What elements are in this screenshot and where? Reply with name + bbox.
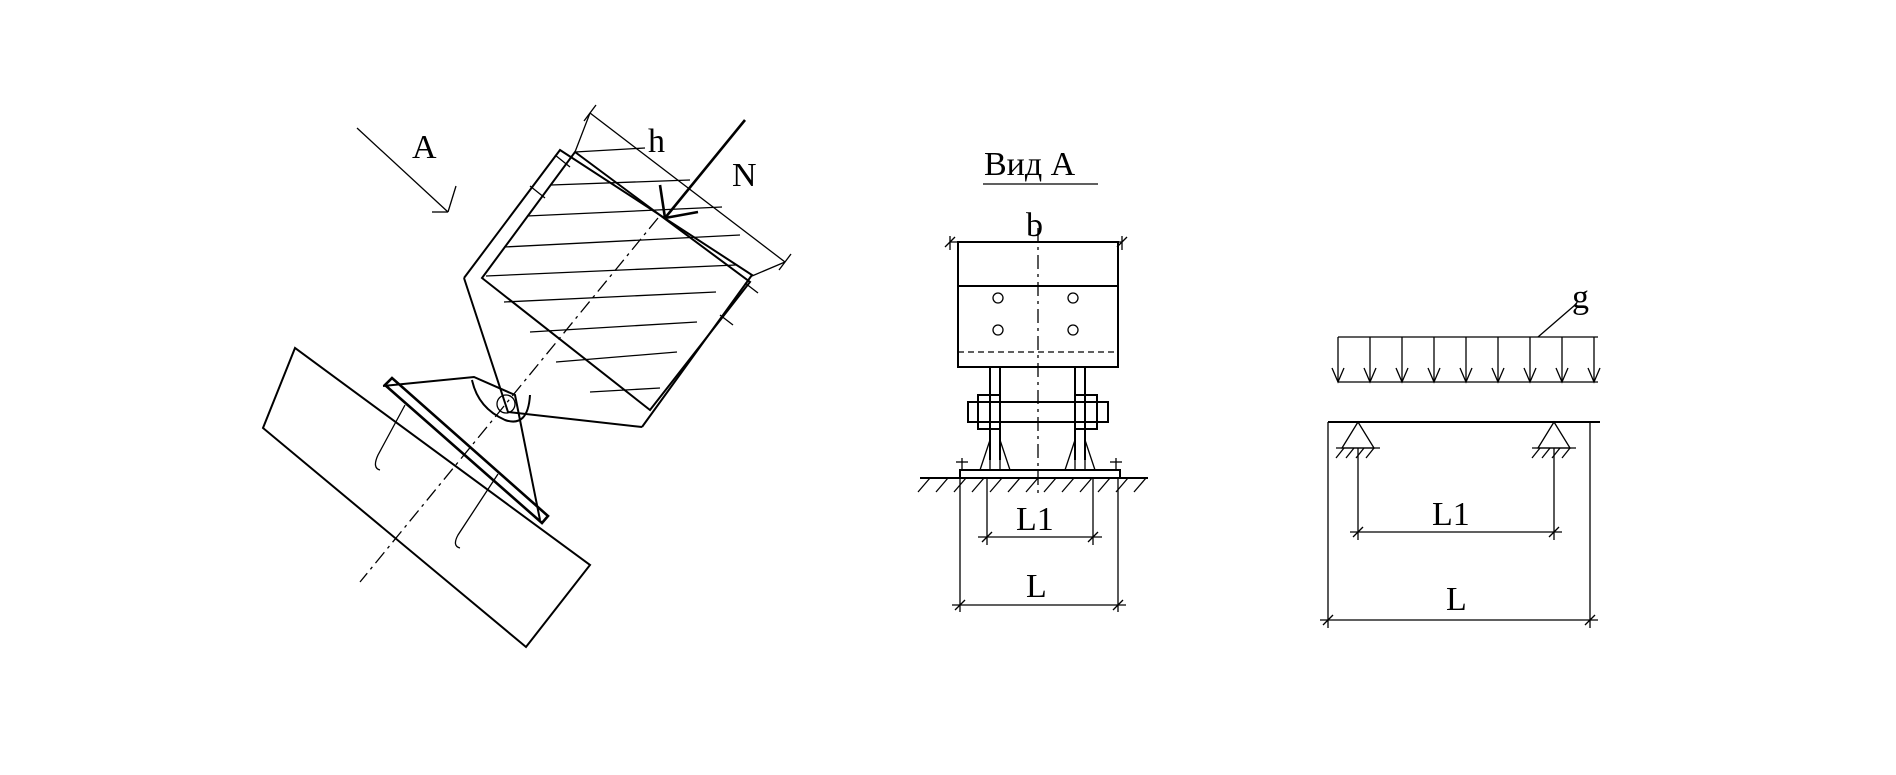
dimension-h-label: h — [648, 123, 665, 160]
view-arrow-a — [356, 127, 457, 213]
view-a-dimension-l — [952, 478, 1126, 612]
view-a-l-label: L — [1026, 568, 1047, 605]
scheme-dimension-l — [1320, 422, 1598, 628]
dimension-b-label: b — [1026, 207, 1043, 244]
beam-hatch — [485, 147, 741, 393]
static-scheme: g L1 — [1320, 279, 1601, 628]
load-g-label: g — [1572, 279, 1589, 316]
view-arrow-label: A — [412, 129, 437, 166]
view-a: Вид А b — [917, 146, 1148, 612]
beam-section — [480, 150, 752, 412]
dimension-h — [574, 104, 792, 277]
view-a-dimension-l1 — [978, 478, 1102, 545]
view-a-ground-hatch — [917, 477, 1147, 493]
hinge-support — [382, 375, 541, 521]
hinge-pin — [967, 394, 1109, 430]
base-plate — [383, 376, 550, 525]
view-a-l1-label: L1 — [1016, 501, 1054, 538]
scheme-l1-label: L1 — [1432, 496, 1470, 533]
distributed-load — [1331, 304, 1601, 384]
axis-line — [359, 217, 659, 583]
force-n-arrow — [658, 119, 747, 220]
view-a-base-plate — [959, 469, 1121, 479]
view-a-title: Вид А — [984, 146, 1076, 183]
force-n-label: N — [732, 157, 757, 194]
side-elevation: A — [261, 104, 792, 649]
bolt-holes — [992, 292, 1079, 336]
anchor-marks — [956, 458, 1122, 470]
foundation-block — [261, 346, 592, 649]
weld-ticks — [529, 154, 759, 326]
load-arrows — [1331, 337, 1601, 384]
anchor-bolts — [374, 404, 499, 549]
scheme-l-label: L — [1446, 581, 1467, 618]
saddle-plates — [463, 148, 754, 428]
scheme-dimension-l1 — [1350, 448, 1562, 540]
